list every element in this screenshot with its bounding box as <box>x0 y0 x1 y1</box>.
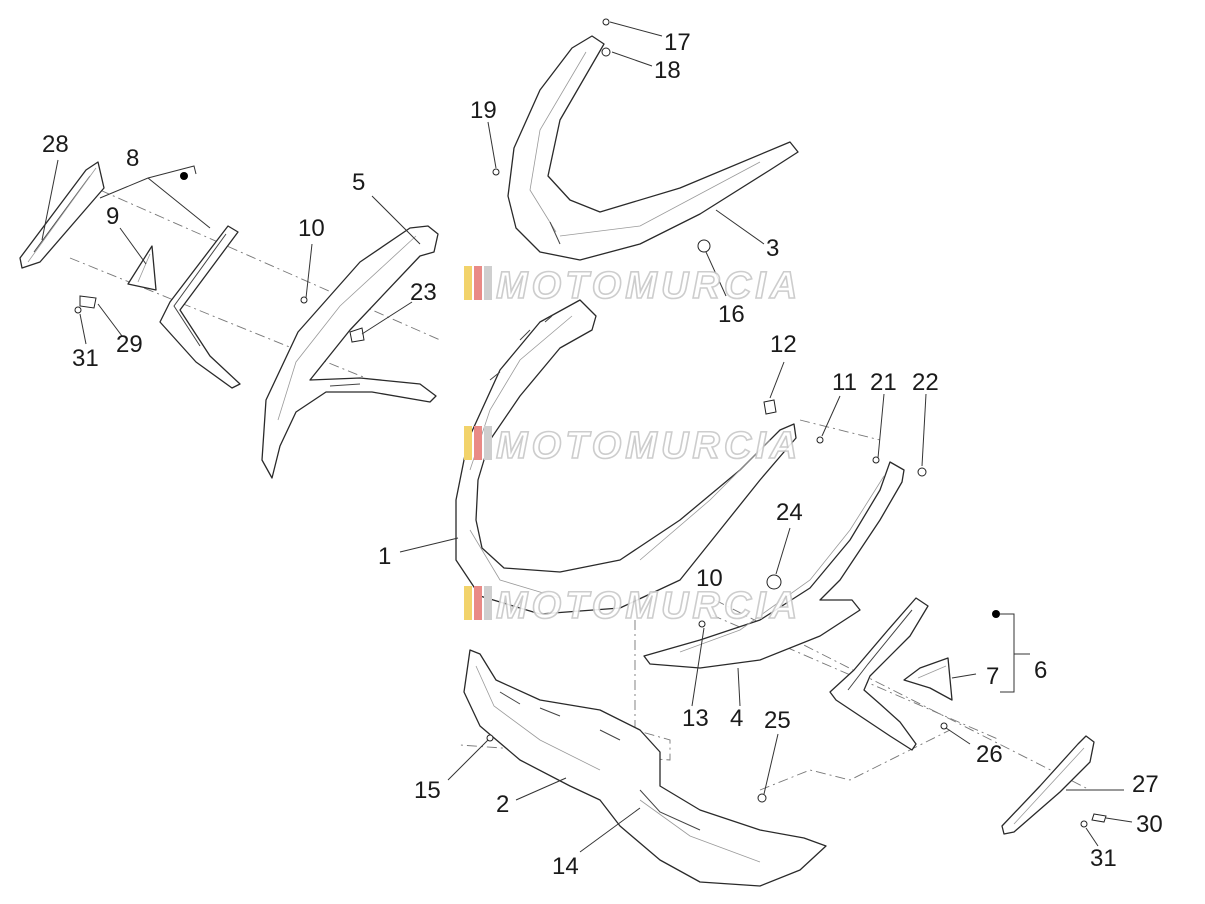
svg-text:MOTOMURCIA: MOTOMURCIA <box>496 425 801 467</box>
leader-lines <box>41 21 1133 853</box>
watermark-bottom: MOTOMURCIA <box>464 584 801 628</box>
part-28-side-trim <box>19 161 105 269</box>
callout-12: 12 <box>770 331 797 358</box>
callout-31: 31 <box>72 345 99 372</box>
callout-9: 9 <box>106 203 119 230</box>
part-27-side-trim <box>1001 735 1095 835</box>
callout-17: 17 <box>664 29 691 56</box>
part-5-inner-shield <box>261 225 439 479</box>
part-8-side-frame <box>159 225 241 389</box>
callout-23: 23 <box>410 279 437 306</box>
callout-28: 28 <box>42 131 69 158</box>
part-7-grille-insert <box>903 657 953 701</box>
svg-text:MOTOMURCIA: MOTOMURCIA <box>496 585 801 627</box>
part-6-side-frame <box>829 597 929 751</box>
part-3-front-cowl <box>507 35 799 261</box>
callout-10b: 10 <box>696 565 723 592</box>
callout-15: 15 <box>414 777 441 804</box>
callout-24: 24 <box>776 499 803 526</box>
part-9-small-trim <box>127 245 157 291</box>
callout-13: 13 <box>682 705 709 732</box>
callout-30: 30 <box>1136 811 1163 838</box>
callout-25: 25 <box>764 707 791 734</box>
callout-31b: 31 <box>1090 845 1117 872</box>
callout-labels: 1 2 3 4 5 6 7 8 9 10 10 11 12 13 14 15 1… <box>42 29 1163 880</box>
callout-27: 27 <box>1132 771 1159 798</box>
svg-text:MOTOMURCIA: MOTOMURCIA <box>496 265 801 307</box>
callout-1: 1 <box>378 543 391 570</box>
fasteners <box>74 18 1107 828</box>
callout-18: 18 <box>654 57 681 84</box>
callout-11: 11 <box>832 369 857 396</box>
callout-7: 7 <box>986 663 999 690</box>
callout-10: 10 <box>298 215 325 242</box>
part-4-inner-shield <box>643 461 905 669</box>
callout-8: 8 <box>126 145 139 172</box>
callout-14: 14 <box>552 853 579 880</box>
callout-29: 29 <box>116 331 143 358</box>
callout-5: 5 <box>352 169 365 196</box>
watermark-middle: MOTOMURCIA <box>464 424 801 468</box>
callout-26: 26 <box>976 741 1003 768</box>
callout-6: 6 <box>1034 657 1047 684</box>
part-2-lower-spoiler <box>463 649 827 887</box>
watermark-top: MOTOMURCIA <box>464 264 801 308</box>
callout-22: 22 <box>912 369 939 396</box>
callout-19: 19 <box>470 97 497 124</box>
assembly-guide-lines <box>69 189 1091 791</box>
callout-2: 2 <box>496 791 509 818</box>
callout-4: 4 <box>730 705 743 732</box>
callout-21: 21 <box>870 369 897 396</box>
callout-16: 16 <box>718 301 745 328</box>
callout-3: 3 <box>766 235 779 262</box>
